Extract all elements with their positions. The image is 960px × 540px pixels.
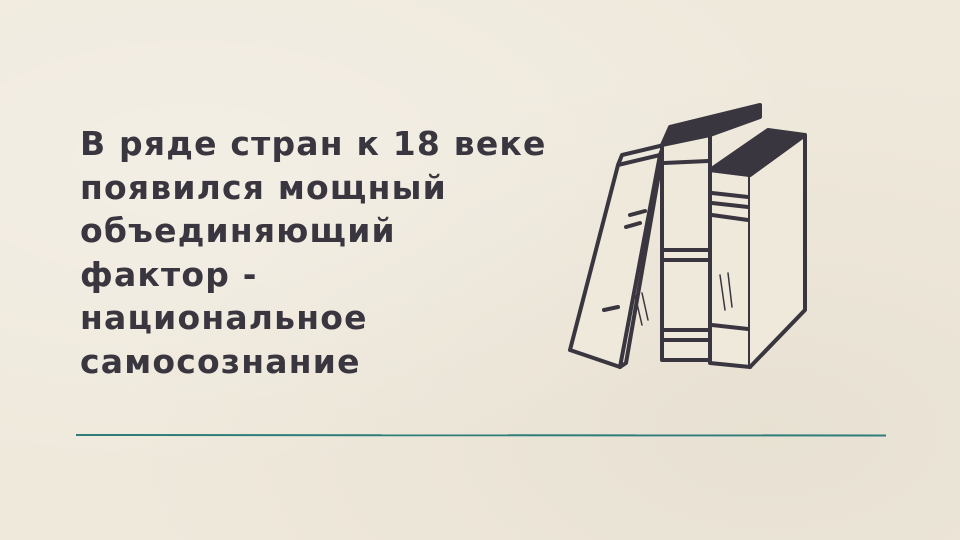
headline-line-3: объединяющий [80,211,396,250]
headline-line-5: национальное [80,298,368,337]
middle-book [660,133,712,362]
slide-headline: В ряде стран к 18 веке появился мощный о… [80,122,600,383]
divider-line [76,434,886,437]
leaning-book-band [628,209,647,217]
right-book-spine [708,168,752,369]
leaning-book [568,153,662,369]
books-icon [568,103,807,369]
headline-line-4: фактор - [80,254,258,294]
headline-line-1: В ряде стран к 18 веке [80,124,547,163]
headline-line-2: появился мощный [80,167,447,207]
headline-line-6: самосознание [80,341,361,381]
middle-book-top [660,103,762,147]
right-book-top [708,128,807,177]
